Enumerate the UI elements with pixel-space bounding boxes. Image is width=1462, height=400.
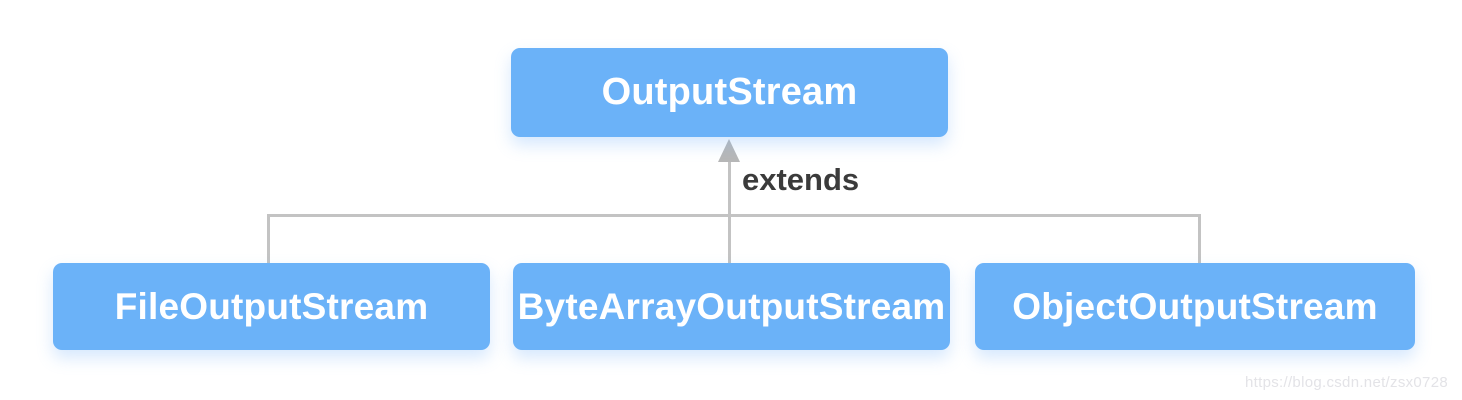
arrow-up-icon: [718, 139, 740, 162]
node-label: ByteArrayOutputStream: [517, 285, 946, 327]
node-bytearrayoutputstream: ByteArrayOutputStream: [513, 263, 950, 350]
extends-label: extends: [742, 162, 860, 197]
watermark-text: https://blog.csdn.net/zsx0728: [1245, 374, 1448, 391]
node-fileoutputstream: FileOutputStream: [53, 263, 490, 350]
connector-center-line: [728, 158, 731, 263]
connector-right-drop-line: [1198, 214, 1201, 263]
node-objectoutputstream: ObjectOutputStream: [975, 263, 1415, 350]
connector-left-drop-line: [267, 214, 270, 263]
connector-horizontal-line: [267, 214, 1201, 217]
node-outputstream: OutputStream: [511, 48, 948, 137]
node-label: FileOutputStream: [114, 285, 429, 327]
node-label: OutputStream: [601, 71, 858, 113]
node-label: ObjectOutputStream: [1012, 285, 1378, 327]
